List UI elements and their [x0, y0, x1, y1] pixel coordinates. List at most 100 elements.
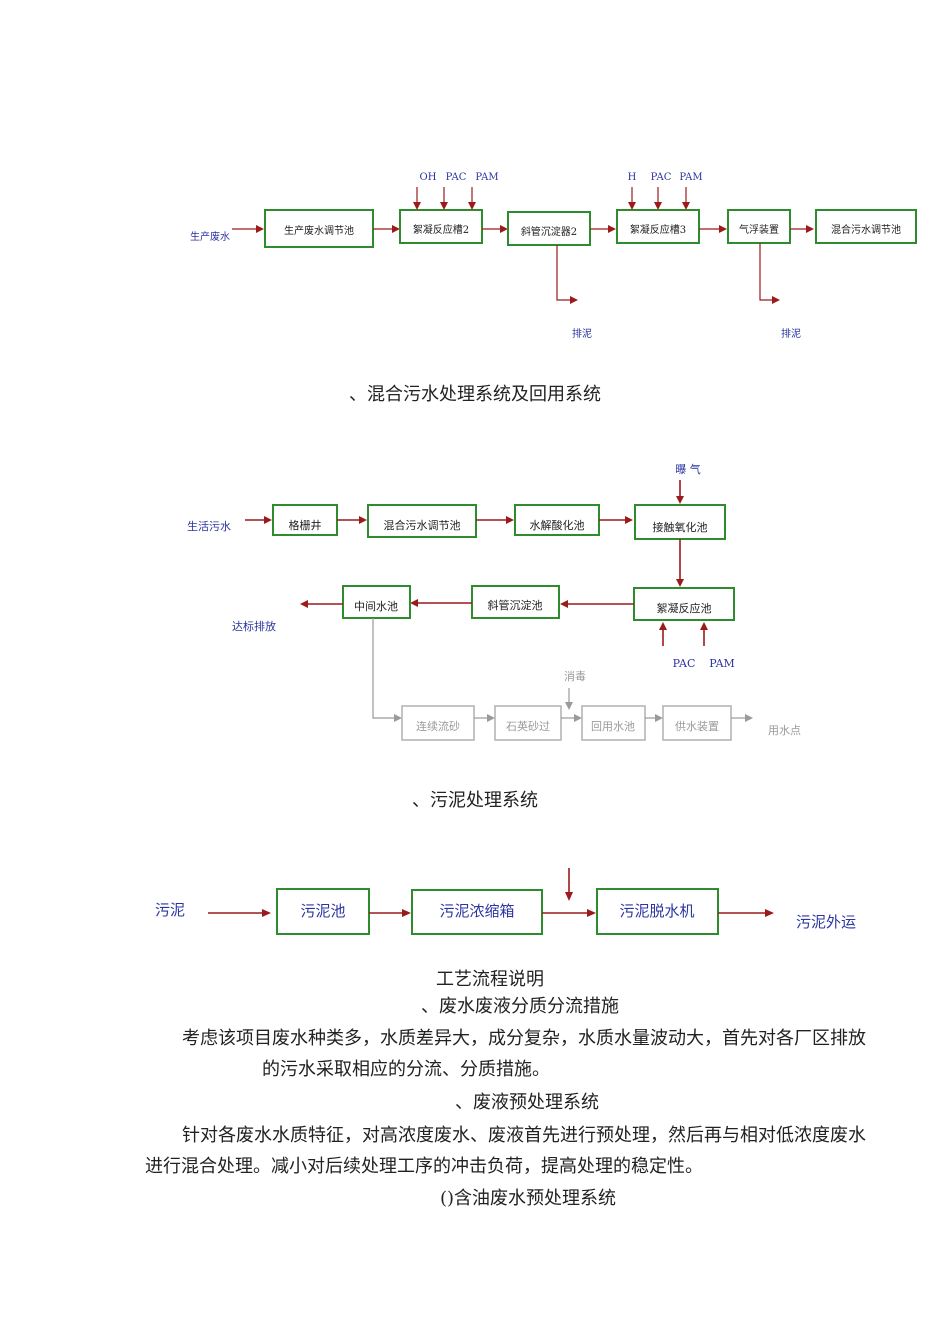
subsection-heading: 、废液预处理系统	[455, 1092, 599, 1113]
process-box-6: 混合污水调节池	[815, 209, 917, 244]
usage-point-label: 用水点	[768, 724, 801, 737]
process-box-flocculation: 絮凝反应池	[633, 587, 735, 621]
box-label: 斜管沉淀池	[488, 598, 543, 612]
arrow-head	[587, 909, 596, 917]
process-box-hydrolysis: 水解酸化池	[514, 504, 600, 536]
arrow-head	[402, 909, 411, 917]
box-label: 污泥池	[300, 902, 345, 920]
process-box-reuse-tank: 回用水池	[581, 705, 646, 741]
box-label: 混合污水调节池	[384, 518, 461, 532]
process-box-5: 气浮装置	[727, 209, 791, 244]
subsection-heading: 、废水废液分质分流措施	[421, 996, 619, 1017]
box-label: 接触氧化池	[653, 520, 708, 534]
arrow-head	[440, 202, 448, 210]
box-label: 水解酸化池	[530, 518, 585, 532]
box-label: 斜管沉淀器2	[521, 225, 577, 238]
chemical-label: PAM	[475, 172, 498, 183]
paragraph-line: 针对各废水水质特征，对高浓度废水、废液首先进行预处理，然后再与相对低浓度废水	[182, 1125, 866, 1146]
discharge-label: 达标排放	[232, 619, 276, 633]
arrow-head	[625, 516, 633, 524]
chemical-label: PAC	[673, 657, 696, 670]
arrow-head	[300, 600, 308, 608]
arrow-head	[659, 622, 667, 630]
box-label: 污泥浓缩箱	[439, 902, 514, 920]
chemical-label: OH	[420, 172, 437, 183]
production-wastewater-flow-diagram: 生产废水 生产废水调节池 絮凝反应槽2 斜管沉淀器2 絮凝反应槽3 气浮装置 混…	[190, 172, 917, 340]
sludge-tank-box: 污泥池	[276, 888, 370, 935]
sludge-thickener-box: 污泥浓缩箱	[411, 889, 543, 935]
output-label: 污泥外运	[796, 913, 856, 931]
arrow-head	[565, 702, 573, 710]
arrow-head	[256, 225, 264, 233]
sludge-dewatering-box: 污泥脱水机	[596, 888, 719, 935]
arrow-head	[500, 225, 508, 233]
process-box-3: 斜管沉淀器2	[507, 211, 591, 246]
box-label: 供水装置	[675, 719, 719, 733]
arrow-head	[468, 202, 476, 210]
arrow-head	[392, 225, 400, 233]
disinfection-label: 消毒	[564, 669, 586, 683]
arrow-head	[655, 714, 663, 722]
input-label: 生活污水	[187, 519, 231, 533]
section-heading: 、混合污水处理系统及回用系统	[349, 384, 601, 405]
arrow-head	[394, 714, 402, 722]
process-description-title: 工艺流程说明	[436, 969, 544, 990]
arrow-head	[506, 516, 514, 524]
sludge-outlet-line	[759, 243, 774, 301]
process-box-intermediate-tank: 中间水池	[342, 585, 411, 619]
paragraph-line: 的污水采取相应的分流、分质措施。	[262, 1059, 550, 1080]
arrow-head	[487, 714, 495, 722]
arrow-head	[570, 296, 578, 304]
sludge-label: 排泥	[572, 327, 592, 340]
input-label: 污泥	[155, 901, 185, 919]
arrow-head	[772, 296, 780, 304]
arrow-head	[574, 714, 582, 722]
process-box-screen-well: 格栅井	[272, 504, 338, 536]
box-label: 污泥脱水机	[619, 902, 694, 920]
input-label: 生产废水	[190, 230, 230, 243]
box-label: 中间水池	[354, 600, 398, 613]
arrow-head	[654, 202, 662, 210]
paragraph-line: 考虑该项目废水种类多，水质差异大，成分复杂，水质水量波动大，首先对各厂区排放	[182, 1028, 866, 1049]
box-label: 石英砂过	[506, 719, 550, 733]
chemical-label: PAM	[709, 657, 735, 670]
chemical-label: PAM	[679, 172, 702, 183]
chemical-label: PAC	[651, 172, 672, 183]
box-label: 气浮装置	[739, 223, 779, 236]
process-box-water-supply: 供水装置	[662, 705, 732, 741]
sludge-outlet-line	[556, 245, 572, 301]
arrow-head	[806, 225, 814, 233]
box-label: 回用水池	[591, 720, 635, 733]
arrow-head	[264, 516, 272, 524]
arrow-head	[628, 202, 636, 210]
process-box-contact-oxidation: 接触氧化池	[634, 504, 726, 540]
process-box-2: 絮凝反应槽2	[399, 209, 483, 244]
box-label: 混合污水调节池	[831, 223, 901, 236]
process-box-4: 絮凝反应槽3	[616, 209, 700, 244]
sludge-flow-diagram: 污泥 污泥池 污泥浓缩箱 污泥脱水机 污泥外运	[155, 868, 856, 935]
reuse-branch-line	[372, 618, 396, 719]
paragraph-line: 进行混合处理。减小对后续处理工序的冲击负荷，提高处理的稳定性。	[145, 1156, 703, 1177]
arrow-head	[676, 496, 684, 504]
box-label: 絮凝反应槽3	[630, 223, 686, 236]
sludge-label: 排泥	[781, 327, 801, 340]
arrow-head	[565, 892, 573, 901]
subsection-heading: ()含油废水预处理系统	[440, 1188, 617, 1209]
arrow-head	[359, 516, 367, 524]
box-label: 格栅井	[289, 518, 322, 532]
mixed-sewage-flow-diagram: 生活污水 格栅井 混合污水调节池 水解酸化池 接触氧化池 曝 气 絮凝反应池 斜…	[187, 462, 801, 741]
chemical-label: H	[628, 172, 637, 183]
arrow-head	[745, 714, 753, 722]
arrow-head	[765, 909, 774, 917]
process-box-1: 生产废水调节池	[264, 209, 374, 248]
arrow-head	[262, 909, 271, 917]
box-label: 絮凝反应槽2	[413, 223, 469, 236]
arrow-head	[413, 202, 421, 210]
box-label: 生产废水调节池	[284, 224, 354, 237]
aeration-label: 曝 气	[675, 462, 701, 476]
arrow-head	[560, 600, 568, 608]
box-label: 絮凝反应池	[657, 601, 712, 615]
process-box-inclined-settler: 斜管沉淀池	[471, 585, 560, 619]
box-label: 连续流砂	[416, 719, 460, 733]
arrow-head	[676, 579, 684, 587]
